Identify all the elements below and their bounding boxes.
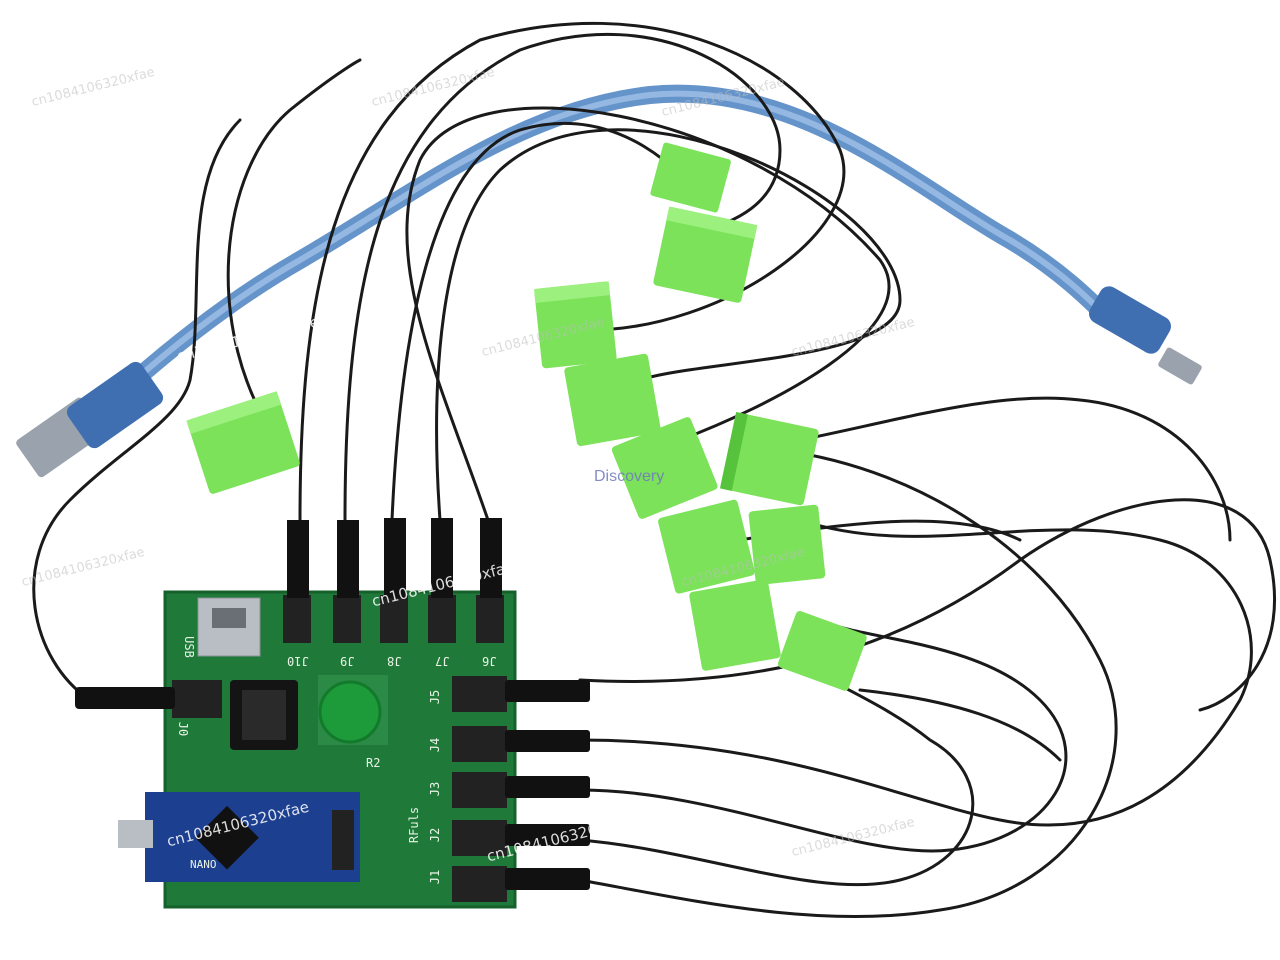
cube bbox=[186, 391, 300, 494]
label-j9: J9 bbox=[340, 654, 355, 668]
discovery-text: Discovery bbox=[594, 468, 665, 485]
side-plugs bbox=[505, 680, 590, 890]
label-j5: J5 bbox=[428, 689, 443, 705]
label-nano: NANO bbox=[190, 858, 217, 871]
cube bbox=[658, 499, 755, 594]
label-j10: J10 bbox=[287, 654, 309, 668]
label-j6: J6 bbox=[482, 654, 497, 668]
label-j1: J1 bbox=[428, 869, 443, 885]
cube bbox=[777, 610, 867, 691]
label-j8: J8 bbox=[387, 654, 402, 668]
label-j7: J7 bbox=[435, 654, 450, 668]
top-audio-jacks bbox=[283, 595, 504, 643]
push-button bbox=[318, 680, 382, 744]
label-r2: R2 bbox=[366, 756, 381, 770]
cube bbox=[748, 504, 826, 585]
cube bbox=[611, 417, 718, 519]
usb-a-plug bbox=[16, 361, 164, 478]
sensor-wires bbox=[32, 21, 1276, 919]
side-audio-jacks bbox=[452, 676, 507, 902]
cube bbox=[564, 353, 661, 447]
mini-usb-plug bbox=[1089, 286, 1202, 385]
label-j4: J4 bbox=[428, 737, 443, 753]
cube bbox=[650, 142, 731, 213]
pcb-board bbox=[75, 518, 590, 909]
top-plugs bbox=[287, 518, 502, 598]
label-rfuls: RFuls bbox=[407, 806, 422, 844]
label-j2: J2 bbox=[428, 827, 443, 843]
label-usb: USB bbox=[181, 636, 196, 658]
cube bbox=[689, 579, 781, 671]
label-j0: J0 bbox=[176, 721, 191, 737]
cube bbox=[534, 281, 617, 369]
label-j3: J3 bbox=[428, 781, 443, 797]
cube bbox=[719, 412, 819, 506]
sensor-cubes bbox=[186, 142, 867, 691]
cube bbox=[653, 206, 758, 303]
